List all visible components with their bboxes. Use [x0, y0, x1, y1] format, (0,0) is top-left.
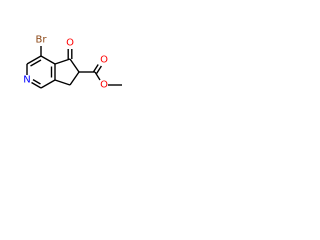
bond-c7-n-inner: [32, 78, 41, 85]
atom-label-o-ketone: O: [66, 38, 74, 49]
bond-c7-n: [31, 81, 42, 89]
bond-c7a-c7: [40, 79, 56, 89]
bond-c4-c3a: [40, 55, 56, 65]
bond-ester-c-o-carbonyl: [92, 64, 99, 73]
bond-c3-c7a: [54, 79, 71, 86]
bond-c3a-c1: [54, 58, 71, 65]
bond-ester-c-o-carbonyl-second: [96, 65, 102, 74]
atom-label-o-carbonyl: O: [100, 55, 108, 66]
bond-c5-c4: [26, 55, 42, 65]
atom-label-br: Br: [36, 35, 48, 46]
bond-c5-c4-inner: [30, 59, 42, 67]
bond-c1-c2: [69, 58, 80, 73]
atom-label-o-ester: O: [100, 80, 108, 91]
chemical-structure-diagram: Br O O O N: [23, 35, 122, 91]
bond-ester-c-o-ester: [94, 71, 101, 81]
bond-c2-c3: [69, 71, 80, 86]
atom-label-n: N: [23, 75, 30, 86]
